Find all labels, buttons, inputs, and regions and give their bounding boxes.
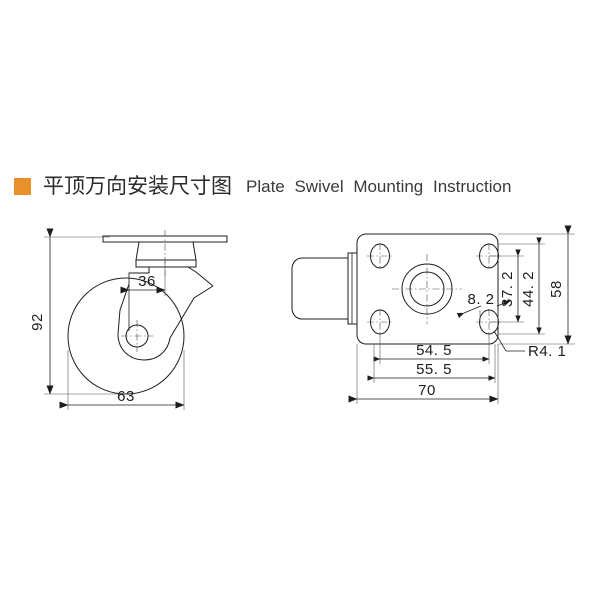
dimension-54-5: 54. 5	[373, 334, 490, 364]
title-chinese: 平顶万向安装尺寸图	[43, 173, 232, 198]
wheel-plan-profile	[291, 257, 349, 320]
side-elevation-view: 92 36 63	[29, 228, 228, 410]
dimension-70-label: 70	[418, 382, 436, 399]
dimension-8-2: 8. 2	[456, 291, 511, 322]
top-plate-profile	[102, 235, 228, 243]
dimension-58-label: 58	[548, 280, 565, 298]
dimension-36-label: 36	[138, 273, 156, 290]
axle-hub	[121, 320, 153, 352]
dimension-55-5-label: 55. 5	[416, 361, 452, 378]
dimension-54-5-label: 54. 5	[416, 342, 452, 359]
dimension-8-2-label: 8. 2	[467, 291, 494, 308]
dimension-37-2-label: 37. 2	[499, 271, 516, 307]
dimension-37-2: 37. 2	[489, 249, 524, 323]
dimension-63: 63	[59, 350, 185, 410]
bolt-slot-bottom-left	[367, 309, 393, 335]
radius-r4-1: R4. 1	[493, 330, 566, 360]
dimension-70: 70	[348, 344, 499, 404]
dimension-55-5: 55. 5	[367, 344, 496, 383]
swivel-neck-bracket	[347, 252, 358, 325]
bolt-slot-top-left	[367, 243, 393, 269]
swivel-bore	[392, 254, 462, 324]
radius-r4-1-label: R4. 1	[528, 343, 566, 360]
cad-svg: 92 36 63	[29, 225, 575, 410]
title-english: Plate Swivel Mounting Instruction	[246, 176, 512, 196]
mounting-plate-outline	[356, 233, 499, 345]
technical-drawing: 92 36 63	[0, 210, 600, 440]
dimension-92-label: 92	[29, 313, 46, 331]
wheel-profile	[67, 277, 185, 395]
dimension-36: 36	[120, 260, 166, 296]
dimension-58: 58	[498, 225, 575, 345]
dimension-44-2-label: 44. 2	[520, 271, 537, 307]
top-plate-plan-view: 37. 2 44. 2 58	[291, 225, 575, 404]
dimension-92: 92	[29, 228, 120, 395]
bullet-square-icon	[14, 177, 31, 195]
section-title: 平顶万向安装尺寸图 Plate Swivel Mounting Instruct…	[14, 170, 511, 202]
swivel-housing-profile	[135, 241, 197, 268]
dimension-44-2: 44. 2	[498, 237, 545, 335]
dimension-63-label: 63	[117, 388, 135, 405]
